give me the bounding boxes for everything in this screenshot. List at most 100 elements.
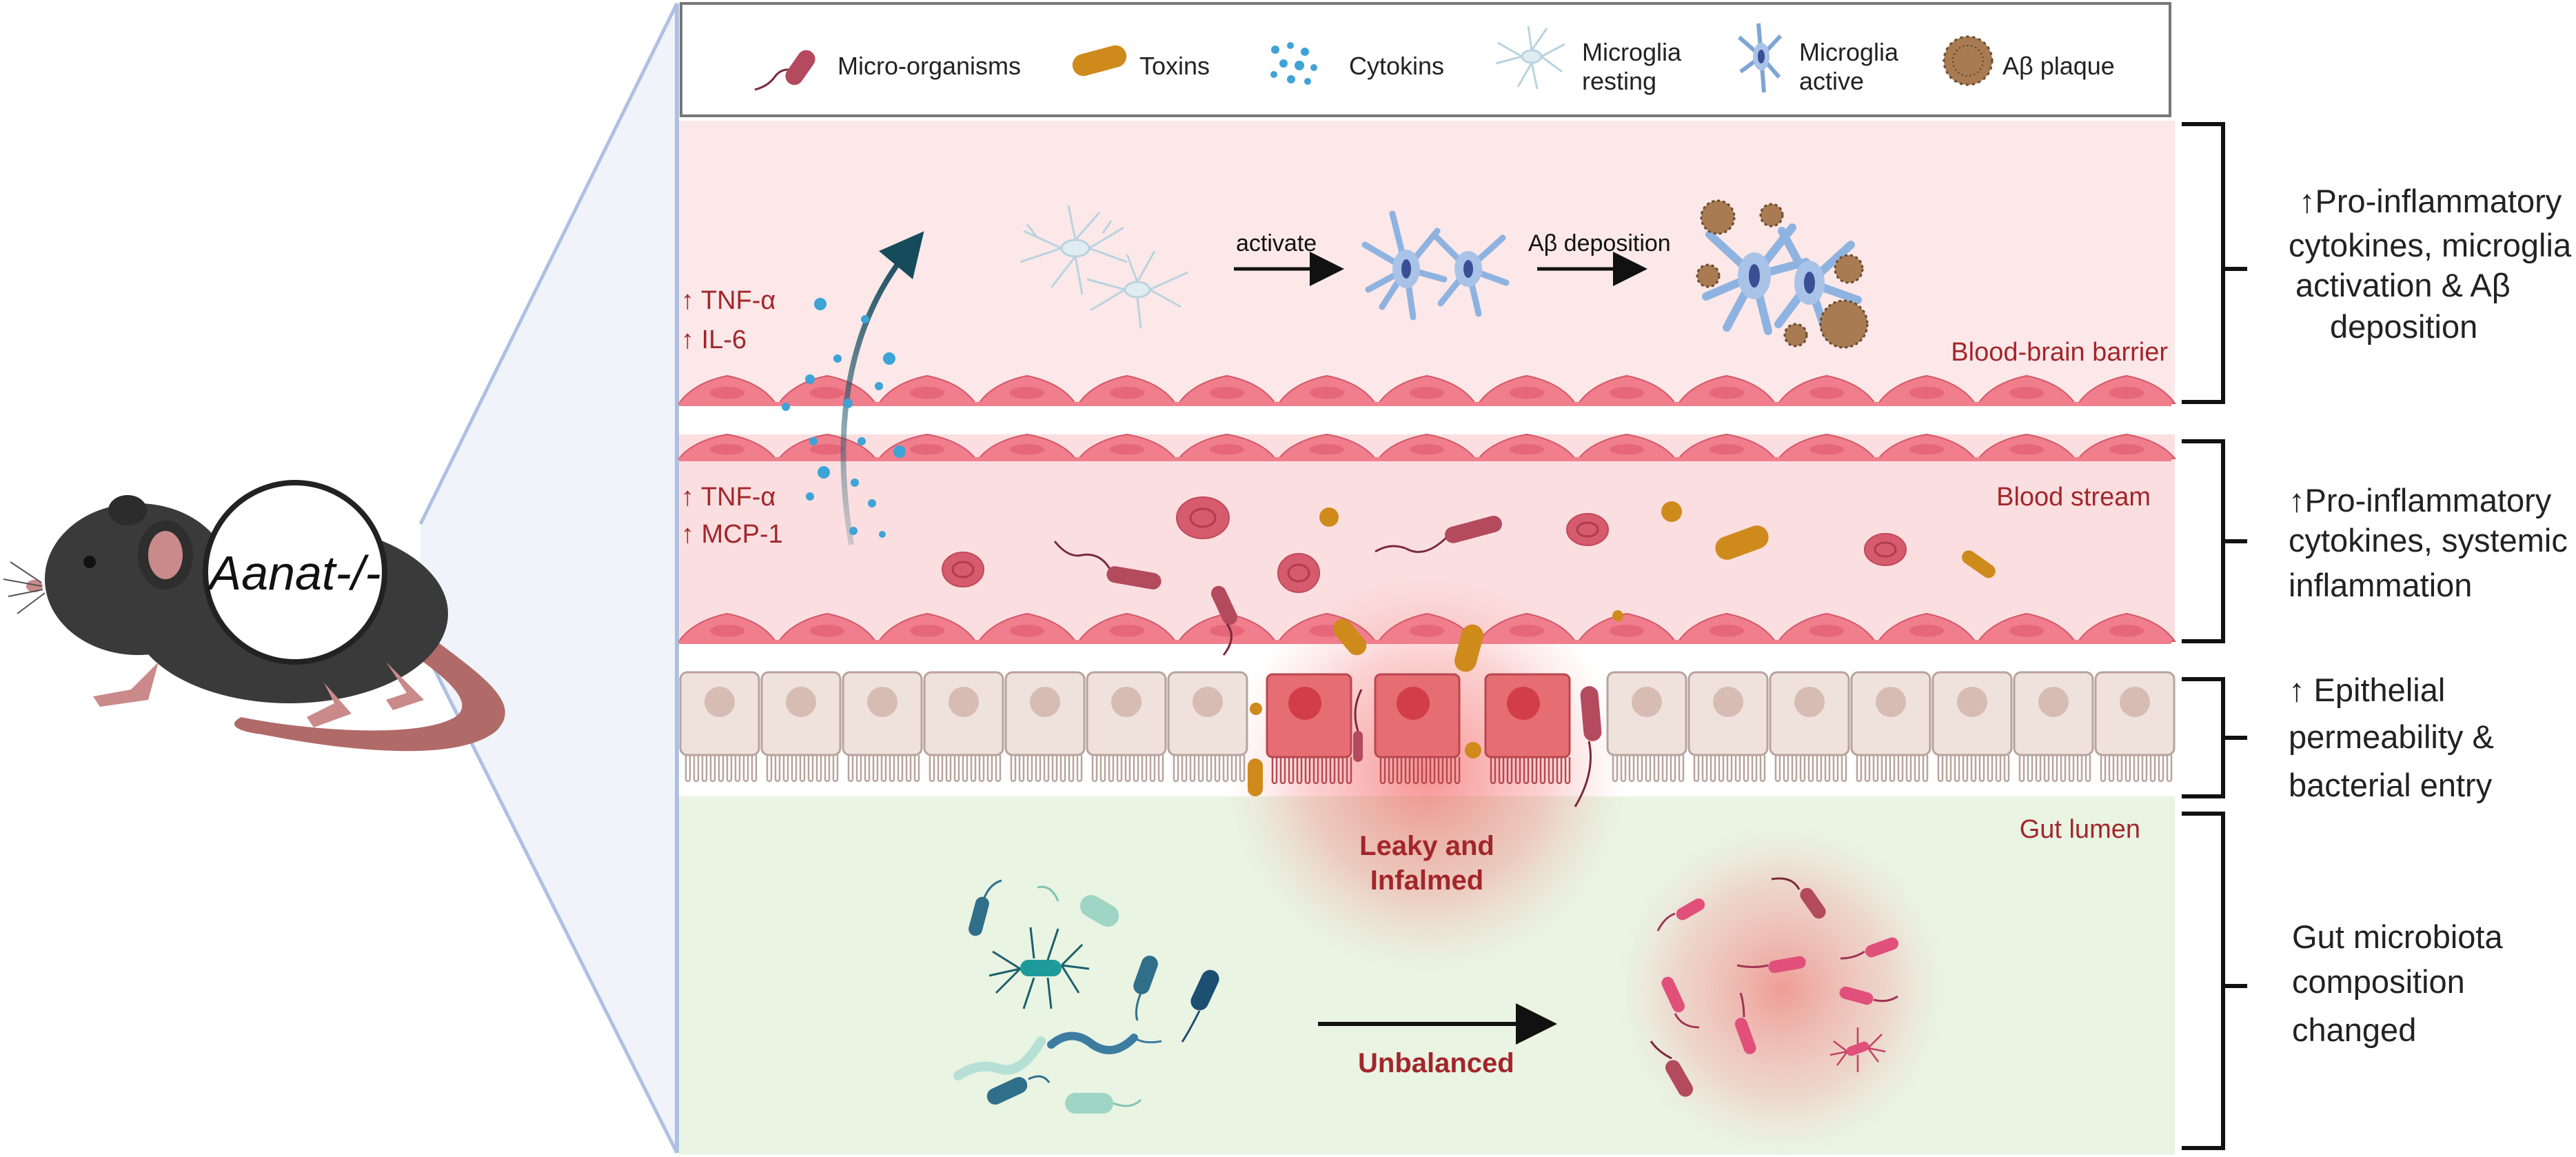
microvillus [1945, 755, 1952, 783]
endothelial-nucleus [1309, 444, 1345, 455]
side-note-epithelium-line-3: bacterial entry [2289, 767, 2493, 803]
microvillus [929, 755, 935, 783]
microvillus [1824, 755, 1831, 783]
endothelial-nucleus [1909, 387, 1945, 399]
endothelial-nucleus [2109, 625, 2144, 637]
inflamed-nucleus [1507, 687, 1540, 720]
side-note-lumen-line-1: Gut microbiota [2292, 918, 2503, 955]
endothelial-nucleus [1309, 387, 1345, 399]
microvillus [1412, 757, 1419, 785]
translocating-microbes [1248, 686, 1602, 807]
epithelial-nucleus [704, 687, 735, 717]
endothelial-nucleus [809, 387, 845, 399]
cytokine-dot [879, 531, 886, 538]
microvillus [1296, 757, 1303, 785]
endothelial-nucleus [1109, 625, 1145, 637]
legend-label-toxins: Toxins [1139, 52, 1210, 80]
cytokine-dot [858, 437, 866, 445]
side-note-brain-line-3: activation & Aβ [2295, 267, 2511, 303]
cytokine-dot [805, 374, 815, 384]
endothelial-nucleus [1909, 625, 1945, 637]
microvillus [1914, 755, 1920, 783]
legend-label-micro: Micro-organisms [838, 52, 1021, 80]
cytokine-dot [883, 352, 895, 365]
endothelial-nucleus [1509, 444, 1545, 455]
endothelial-nucleus [1909, 444, 1945, 455]
gut-epithelium [679, 671, 2176, 783]
endothelial-nucleus [1609, 444, 1645, 455]
microglia-active-icon [1738, 23, 1783, 93]
legend-label-mg-active-2: active [1799, 67, 1864, 95]
microvillus [1141, 755, 1148, 783]
microvillus [2043, 755, 2050, 783]
cytokine-flow [782, 231, 924, 545]
side-note-lumen: Gut microbiota composition changed [2292, 918, 2503, 1048]
microvillus [1978, 755, 1985, 783]
cytokine-dot [843, 399, 853, 408]
endothelial-nucleus [1009, 387, 1045, 399]
epithelial-nucleus [1193, 687, 1223, 717]
amyloid-plaque-icon [1943, 35, 1994, 86]
blood-microorganisms [1053, 515, 1502, 656]
microvillus [905, 755, 912, 783]
endothelial-nucleus [909, 387, 945, 399]
microvillus [815, 755, 822, 783]
endothelial-nucleus [909, 444, 945, 455]
microvillus [1421, 757, 1428, 785]
dysbiotic-microbiota [1650, 877, 1899, 1097]
cytokine-dot [849, 527, 858, 535]
microvillus [1429, 757, 1436, 785]
endothelial-nucleus [1609, 625, 1645, 637]
microvillus [807, 755, 814, 783]
microvillus [872, 755, 879, 783]
microvillus [2133, 755, 2140, 783]
epithelial-nucleus [1794, 687, 1825, 717]
cytokine-dot [851, 479, 859, 487]
microvillus [791, 755, 798, 783]
side-note-blood-line-2: cytokines, systemic [2289, 522, 2568, 559]
endothelial-nucleus [1109, 387, 1145, 399]
microvillus [684, 755, 691, 783]
endothelial-nucleus [2009, 625, 2045, 637]
microvillus [978, 755, 985, 783]
microvillus [855, 755, 862, 783]
endothelial-nucleus [1709, 387, 1745, 399]
microvillus [1791, 755, 1798, 783]
epithelial-nucleus [786, 687, 816, 717]
endothelial-nucleus [1009, 625, 1045, 637]
cytokine-dot [861, 315, 869, 323]
endothelial-nucleus [1609, 387, 1645, 399]
microvillus [2100, 755, 2107, 783]
microvillus [1661, 755, 1668, 783]
leaky-label-1: Leaky and [1359, 831, 1494, 861]
microvillus [1783, 755, 1789, 783]
endothelial-nucleus [1809, 625, 1845, 637]
microvillus [970, 755, 977, 783]
cytokine-dot [809, 437, 818, 445]
microvillus [1751, 755, 1758, 783]
microvillus [1116, 755, 1123, 783]
cytokine-dot [806, 492, 814, 501]
red-blood-cells [942, 496, 1907, 593]
endothelial-nucleus [2009, 387, 2045, 399]
microvillus [1636, 755, 1643, 783]
microvillus [799, 755, 806, 783]
cytokine-dot [875, 382, 883, 390]
epithelial-nucleus [1957, 687, 1987, 717]
legend-label-plaque: Aβ plaque [2002, 52, 2115, 80]
epithelial-nucleus [1111, 687, 1142, 717]
microvillus [1404, 757, 1411, 785]
microvillus [1337, 757, 1344, 785]
microvillus [1197, 755, 1204, 783]
microvillus [1068, 755, 1075, 783]
microvillus [1799, 755, 1806, 783]
microvillus [1880, 755, 1887, 783]
microvillus [1043, 755, 1050, 783]
healthy-microbiota [953, 879, 1219, 1114]
microvillus [1157, 755, 1164, 783]
microvillus [824, 755, 831, 783]
bbb-label: Blood-brain barrier [1951, 338, 2168, 367]
microvillus [1743, 755, 1750, 783]
microvillus [1506, 757, 1513, 785]
